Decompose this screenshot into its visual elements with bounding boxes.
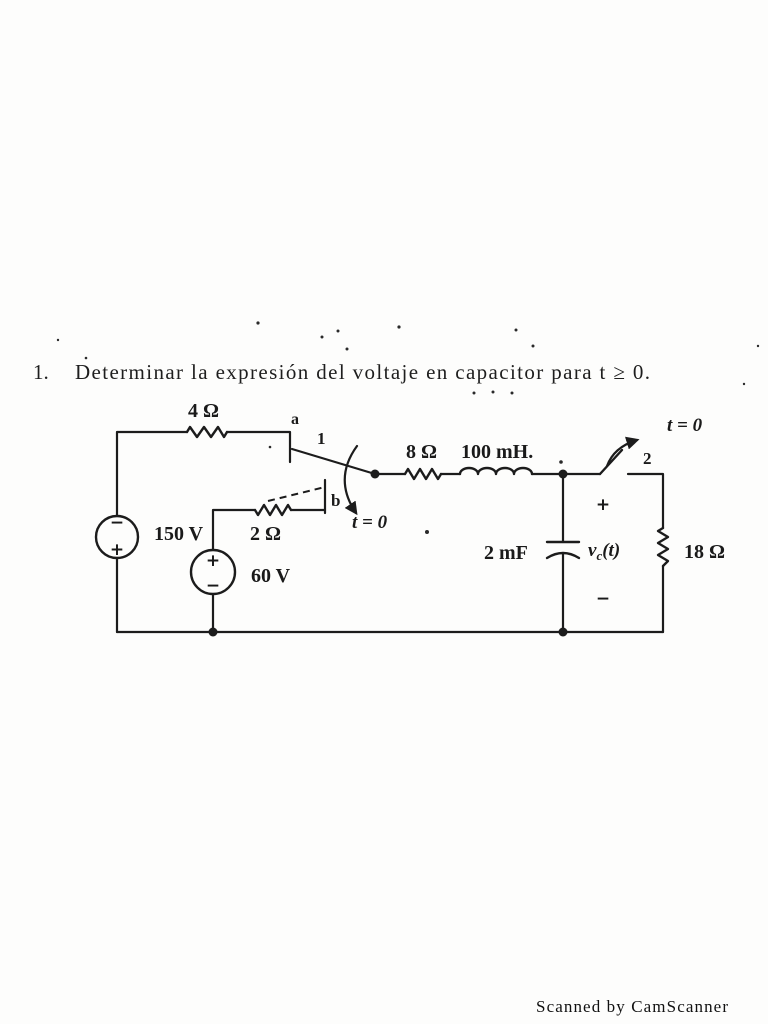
switch-1-arm: [290, 447, 377, 476]
resistor-18-ohm: [656, 526, 670, 568]
resistor-4-ohm: [185, 425, 229, 439]
problem-number: 1.: [33, 360, 49, 384]
scan-speck: [84, 356, 88, 360]
scan-speck: [756, 344, 760, 348]
scan-speck: [531, 344, 535, 348]
circuit-diagram: 4 Ω a − + 150 V 1 b t = 0 2 Ω + − 60 V 8…: [94, 400, 725, 637]
capacitor-voltage-subscript: c: [596, 548, 602, 563]
terminal-b-label: b: [331, 491, 340, 510]
scan-speck: [336, 329, 340, 333]
switch-1-motion-arrow: [343, 444, 359, 516]
resistor-8-ohm: [403, 467, 443, 481]
scan-noise: [56, 321, 760, 534]
source-60v-bottom-sign: −: [206, 576, 220, 596]
wire-to-source-60v: [211, 508, 257, 552]
scan-speck: [559, 460, 563, 464]
switch-1-arm-label: 1: [317, 429, 326, 448]
source-150v-bottom-sign: +: [110, 540, 124, 560]
wire-to-terminal-a: [225, 430, 292, 464]
scan-speck: [491, 390, 495, 394]
source-60v-label: 60 V: [251, 565, 291, 587]
scan-speck: [472, 391, 476, 395]
scan-speck: [345, 347, 349, 351]
resistor-2-ohm: [253, 503, 293, 517]
problem-statement: 1. Determinar la expresión del voltaje e…: [33, 360, 650, 384]
wire-switch-2-to-resistor-18: [626, 472, 665, 530]
source-150v-top-sign: −: [110, 513, 124, 533]
problem-text: Determinar la expresión del voltaje en c…: [75, 360, 650, 384]
switch-1-time-label: t = 0: [352, 512, 388, 533]
capacitor-voltage-argument: (t): [602, 540, 620, 561]
capacitor-voltage-symbol: v: [588, 540, 597, 561]
inductor-label: 100 mH.: [461, 441, 533, 463]
capacitor-label: 2 mF: [484, 542, 528, 564]
resistor-8-label: 8 Ω: [406, 441, 437, 463]
scanner-watermark: Scanned by CamScanner: [536, 997, 728, 1016]
source-60v-top-sign: +: [206, 551, 220, 571]
capacitor-voltage-plus: +: [596, 495, 610, 515]
scan-speck: [56, 338, 60, 342]
scan-speck: [514, 328, 518, 332]
resistor-4-label: 4 Ω: [188, 400, 219, 422]
scan-speck: [397, 325, 401, 329]
switch-2-motion-arrow: [605, 436, 640, 468]
resistor-2-label: 2 Ω: [250, 523, 281, 545]
source-150v-label: 150 V: [154, 523, 204, 545]
capacitor-voltage-label: vc(t): [588, 540, 620, 563]
capacitor-voltage-minus: −: [596, 589, 610, 609]
switch-2-time-label: t = 0: [667, 415, 703, 436]
scan-speck: [268, 445, 272, 449]
switch-2-blade: [598, 448, 624, 476]
terminal-a-label: a: [291, 411, 299, 428]
scan-speck: [425, 530, 429, 534]
scan-speck: [256, 321, 260, 325]
scan-speck: [510, 391, 514, 395]
wire-left-top: [115, 430, 189, 518]
inductor-100mh: [458, 466, 534, 476]
scan-speck: [320, 335, 324, 339]
bottom-right-node: [558, 627, 568, 637]
scan-speck: [742, 382, 746, 386]
switch-2-terminal-label: 2: [643, 449, 652, 468]
resistor-18-label: 18 Ω: [684, 541, 725, 563]
bottom-left-node: [208, 627, 218, 637]
switch-1-dashed-position: [267, 486, 326, 502]
